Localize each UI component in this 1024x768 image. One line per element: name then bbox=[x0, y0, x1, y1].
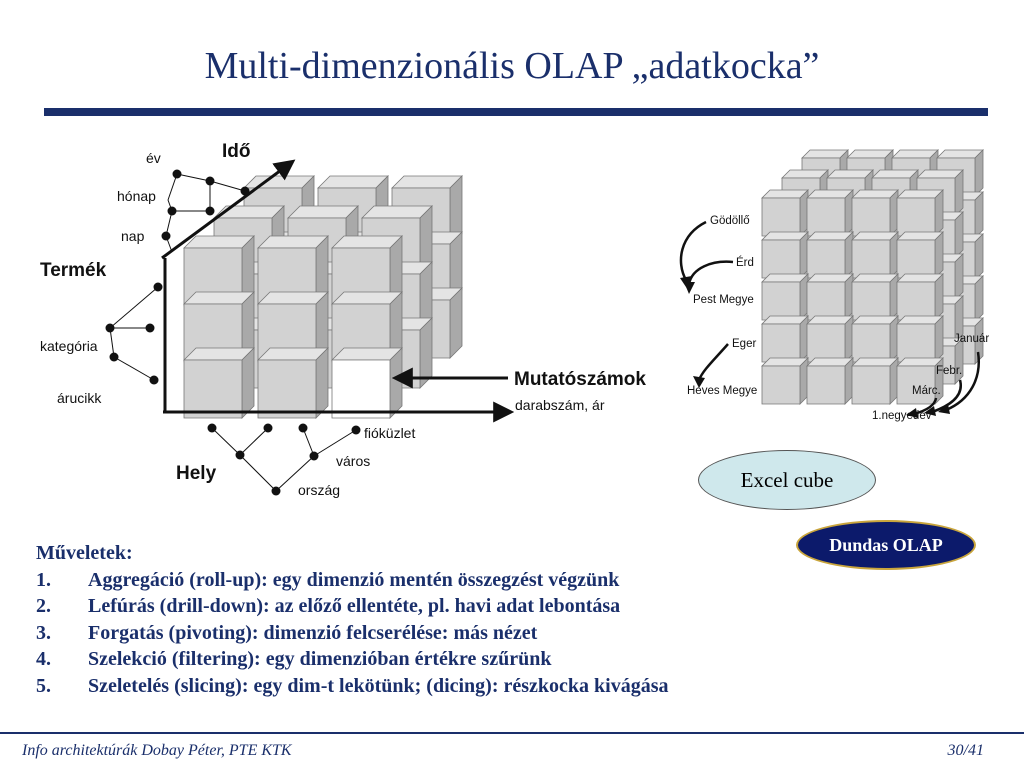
cube bbox=[806, 315, 854, 363]
measures-subtitle: darabszám, ár bbox=[515, 397, 605, 413]
excel-left-label: Gödöllő bbox=[710, 215, 750, 227]
cube bbox=[806, 189, 854, 237]
highlight-cube bbox=[331, 347, 403, 419]
list-number: 2. bbox=[36, 595, 51, 617]
dundas-olap-button[interactable]: Dundas OLAP bbox=[796, 520, 976, 570]
cube bbox=[806, 357, 854, 405]
product-hierarchy-tree bbox=[109, 286, 159, 381]
excel-right-label: Febr. bbox=[936, 365, 962, 377]
time-level-label: év bbox=[146, 150, 161, 166]
cube bbox=[183, 235, 255, 307]
operations-list: Műveletek: 1. Aggregáció (roll-up): egy d… bbox=[36, 540, 836, 699]
list-item: 1. Aggregáció (roll-up): egy dimenzió men… bbox=[36, 567, 836, 594]
cube bbox=[183, 347, 255, 419]
list-item: 3. Forgatás (pivoting): dimenzió felcseré… bbox=[36, 620, 836, 647]
excel-left-label: Heves Megye bbox=[687, 385, 757, 397]
time-hierarchy-nodes bbox=[161, 169, 250, 241]
cube bbox=[851, 357, 899, 405]
excel-arrow-heads bbox=[680, 276, 950, 418]
cube bbox=[257, 291, 329, 363]
list-number: 1. bbox=[36, 568, 51, 591]
place-hierarchy-tree bbox=[211, 427, 357, 492]
excel-left-label: Eger bbox=[732, 338, 756, 350]
cube bbox=[761, 189, 809, 237]
product-level-label: árucikk bbox=[57, 390, 102, 406]
cube bbox=[331, 291, 403, 363]
list-text: Forgatás (pivoting): dimenzió felcserélé… bbox=[88, 621, 538, 644]
time-level-label: hónap bbox=[117, 188, 156, 204]
excel-left-label: Érd bbox=[736, 256, 754, 269]
list-item: 4. Szelekció (filtering): egy dimenzióban… bbox=[36, 646, 836, 673]
list-number: 4. bbox=[36, 648, 51, 670]
cube bbox=[761, 357, 809, 405]
cube bbox=[257, 235, 329, 307]
dim-product-label: Termék bbox=[40, 260, 107, 281]
place-level-label: ország bbox=[298, 482, 340, 498]
place-level-label: fióküzlet bbox=[364, 425, 415, 441]
place-level-label: város bbox=[336, 453, 370, 469]
list-number: 5. bbox=[36, 674, 51, 697]
footer-divider bbox=[0, 732, 1024, 734]
cube bbox=[896, 357, 944, 405]
list-number: 3. bbox=[36, 621, 51, 644]
footer-credit: Info architektúrák Dobay Péter, PTE KTK bbox=[22, 742, 292, 759]
time-level-label: nap bbox=[121, 228, 145, 244]
cube bbox=[761, 273, 809, 321]
cube bbox=[896, 231, 944, 279]
cube bbox=[806, 273, 854, 321]
product-level-label: kategória bbox=[40, 338, 98, 354]
title-divider bbox=[44, 108, 988, 116]
list-item: 5. Szeletelés (slicing): egy dim-t lekötü… bbox=[36, 673, 836, 700]
cube bbox=[761, 231, 809, 279]
excel-right-label: Márc. bbox=[912, 385, 941, 397]
cube bbox=[257, 347, 329, 419]
cube bbox=[851, 189, 899, 237]
list-text: Szelekció (filtering): egy dimenzióban é… bbox=[88, 648, 552, 670]
dim-place-label: Hely bbox=[176, 463, 217, 484]
cube bbox=[851, 231, 899, 279]
time-axis bbox=[161, 159, 296, 260]
page-number: 30/41 bbox=[947, 742, 984, 759]
product-hierarchy-nodes bbox=[105, 282, 163, 385]
place-hierarchy-nodes bbox=[207, 423, 361, 496]
list-text: Lefúrás (drill-down): az előző ellentéte… bbox=[88, 595, 621, 617]
measures-title: Mutatószámok bbox=[514, 369, 646, 390]
list-item: 2. Lefúrás (drill-down): az előző ellenté… bbox=[36, 593, 836, 620]
cube bbox=[896, 273, 944, 321]
slide-title: Multi-dimenzionális OLAP „adatkocka” bbox=[204, 45, 820, 87]
excel-cube-labels: Gödöllő Érd Pest Megye Eger Heves Megye … bbox=[687, 215, 989, 422]
olap-cube-grid bbox=[183, 175, 463, 419]
cube bbox=[806, 231, 854, 279]
excel-cube-button[interactable]: Excel cube bbox=[698, 450, 876, 510]
excel-right-label: Január bbox=[954, 333, 989, 345]
cube bbox=[183, 291, 255, 363]
cube bbox=[851, 315, 899, 363]
list-text: Szeletelés (slicing): egy dim-t lekötünk… bbox=[88, 674, 669, 697]
list-text: Aggregáció (roll-up): egy dimenzió menté… bbox=[88, 568, 620, 591]
cube bbox=[851, 273, 899, 321]
cube bbox=[896, 189, 944, 237]
operations-heading: Műveletek: bbox=[36, 542, 133, 564]
dim-time-label: Idő bbox=[222, 141, 251, 162]
cube bbox=[896, 315, 944, 363]
excel-cube-arrows bbox=[679, 220, 980, 416]
excel-cube-grid bbox=[761, 149, 984, 405]
cube bbox=[761, 315, 809, 363]
excel-left-label: Pest Megye bbox=[693, 294, 754, 306]
